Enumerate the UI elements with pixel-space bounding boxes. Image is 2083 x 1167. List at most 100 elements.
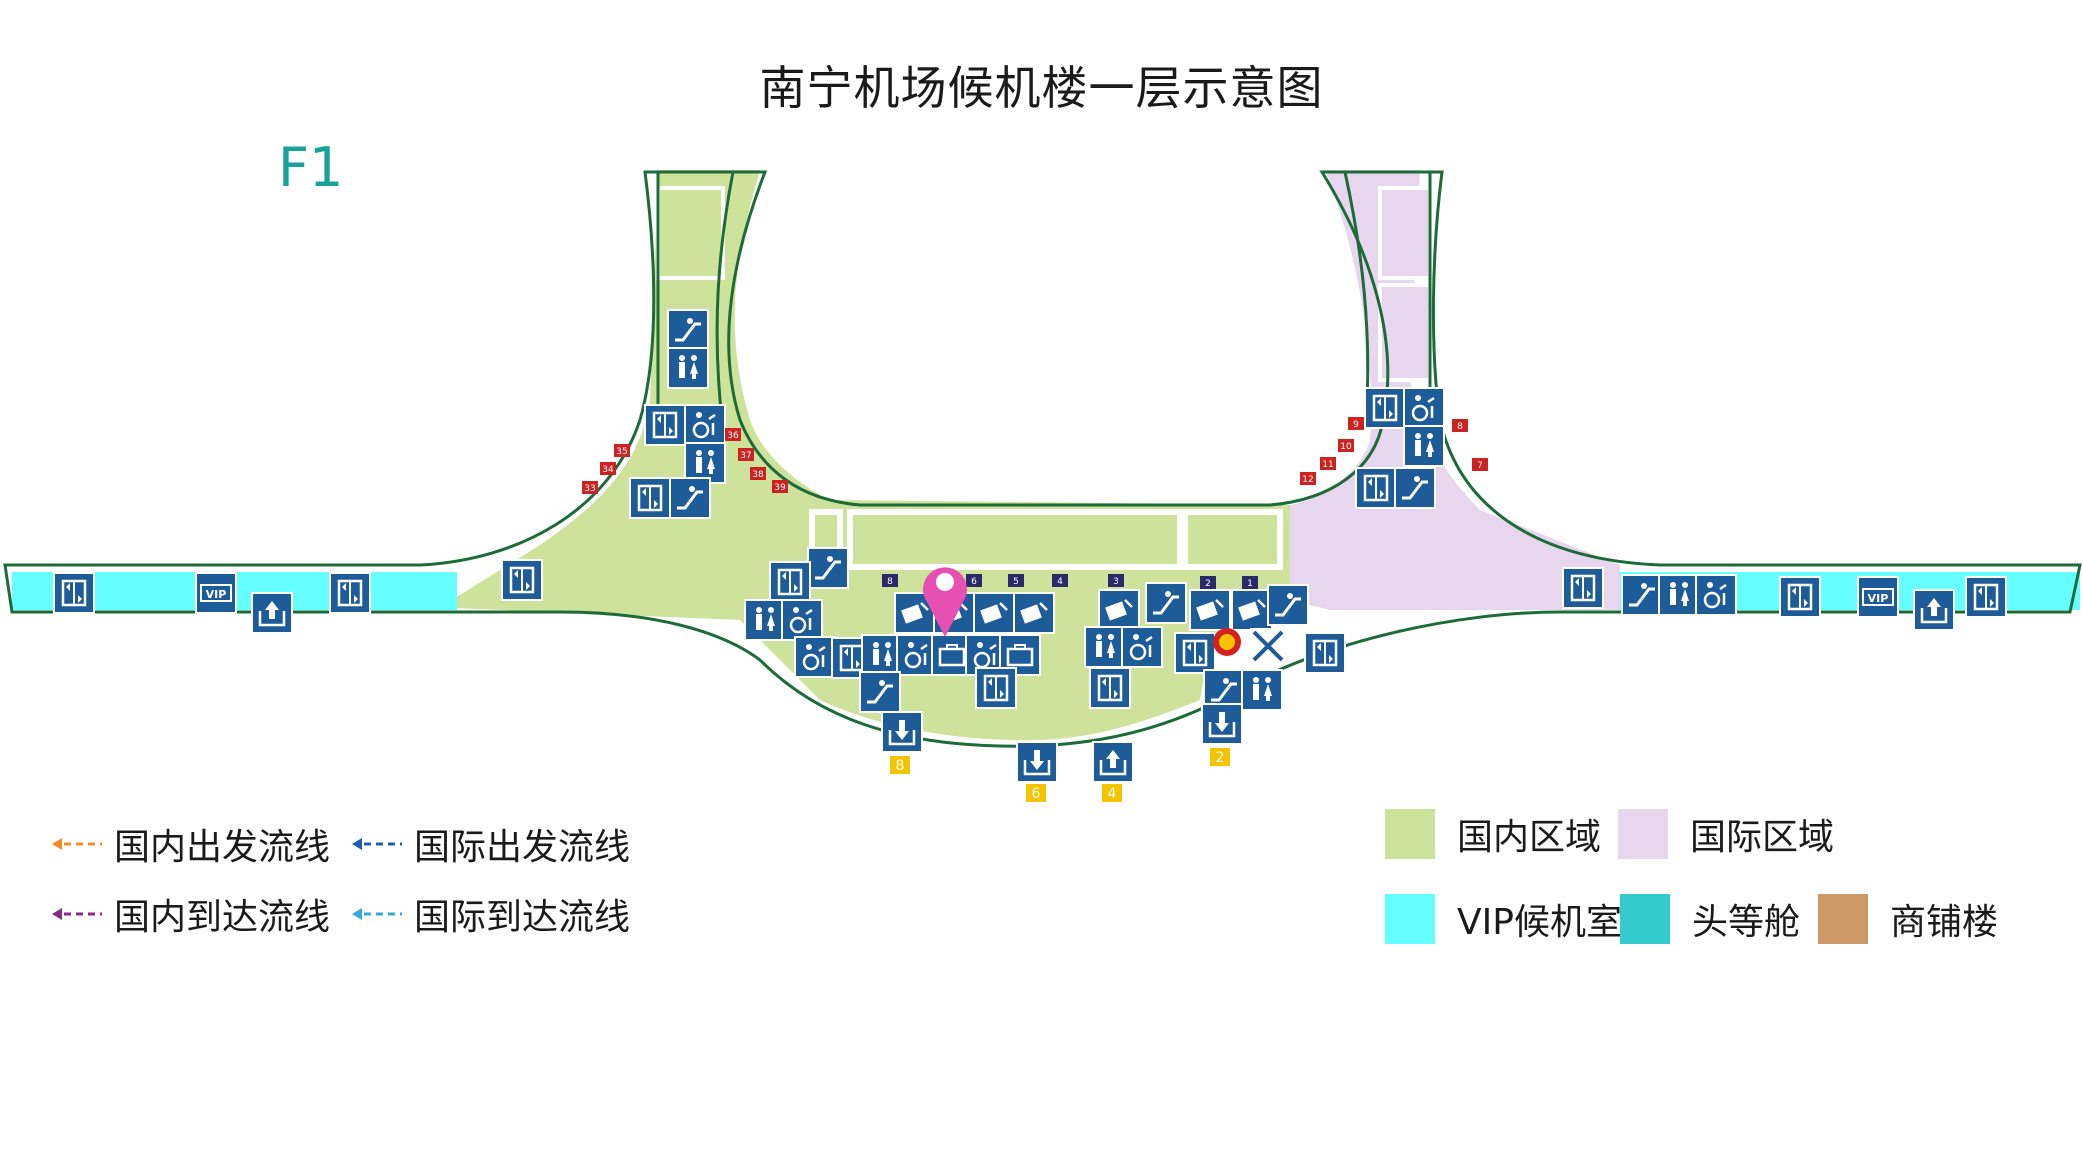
exit-icon[interactable]: [881, 711, 923, 753]
gate-label: 10: [1338, 439, 1354, 452]
svg-text:8: 8: [887, 577, 893, 587]
counter-label: 5: [1008, 574, 1024, 587]
vip-icon[interactable]: VIP: [1857, 576, 1899, 618]
escalator-icon[interactable]: [1145, 582, 1187, 624]
restroom-icon[interactable]: [667, 347, 709, 389]
flow-legend-domestic-arrival: 国内到达流线: [50, 888, 330, 940]
elevator-icon[interactable]: [1355, 467, 1397, 509]
check-in-icon[interactable]: [1098, 589, 1140, 631]
flow-label: 国际出发流线: [414, 827, 631, 868]
restroom-icon[interactable]: [1084, 626, 1126, 668]
svg-text:6: 6: [971, 577, 977, 587]
elevator-icon[interactable]: [975, 667, 1017, 709]
elevator-icon[interactable]: [53, 572, 95, 614]
escalator-icon[interactable]: [807, 547, 849, 589]
escalator-icon[interactable]: [1621, 574, 1663, 616]
legend-label: VIP候机室: [1457, 902, 1622, 943]
counter-label: 2: [1200, 576, 1216, 589]
shops-swatch: [1818, 894, 1868, 944]
escalator-icon[interactable]: [1267, 584, 1309, 626]
svg-text:2: 2: [1205, 579, 1211, 589]
elevator-icon[interactable]: [1364, 387, 1406, 429]
gate-label: 39: [772, 480, 788, 493]
elevator-icon[interactable]: [1965, 576, 2007, 618]
check-in-icon[interactable]: [1189, 589, 1231, 631]
check-in-icon[interactable]: [973, 592, 1015, 634]
restroom-icon[interactable]: [744, 599, 786, 641]
hall-block-3: [809, 509, 843, 555]
exit-number-label: 4: [1102, 784, 1122, 802]
counter-label: 4: [1052, 574, 1068, 587]
entrance-icon[interactable]: [251, 592, 293, 634]
elevator-icon[interactable]: [644, 404, 686, 446]
legend-vip-lounge: VIP候机室: [1385, 893, 1622, 945]
gate-label: 8: [1452, 419, 1468, 432]
svg-text:8: 8: [896, 758, 905, 774]
flow-label: 国际到达流线: [414, 897, 631, 938]
legend-first-class: 头等舱: [1620, 893, 1800, 945]
elevator-icon[interactable]: [1779, 576, 1821, 618]
police-icon[interactable]: [1213, 628, 1241, 656]
restroom-icon[interactable]: [684, 442, 726, 484]
escalator-icon[interactable]: [1394, 467, 1436, 509]
accessible-restroom-icon[interactable]: [1403, 387, 1445, 429]
elevator-icon[interactable]: [769, 561, 811, 603]
svg-text:38: 38: [752, 470, 764, 480]
no-tools-icon[interactable]: [1250, 628, 1286, 664]
west-pier-room-1: [656, 186, 725, 280]
elevator-icon[interactable]: [1089, 667, 1131, 709]
svg-text:VIP: VIP: [1868, 592, 1889, 605]
restroom-icon[interactable]: [1403, 425, 1445, 467]
current-location-icon[interactable]: [923, 567, 967, 637]
gate-label: 35: [614, 444, 630, 457]
arrow-left-icon: [52, 908, 102, 920]
floor-label: F1: [278, 136, 344, 199]
hall-block-2: [1182, 509, 1283, 570]
svg-text:3: 3: [1113, 577, 1119, 587]
arrow-left-icon: [352, 838, 402, 850]
accessible-restroom-icon[interactable]: [794, 636, 836, 678]
elevator-icon[interactable]: [501, 559, 543, 601]
gate-label: 34: [600, 462, 616, 475]
escalator-icon[interactable]: [669, 477, 711, 519]
accessible-restroom-icon[interactable]: [1121, 626, 1163, 668]
svg-text:12: 12: [1302, 475, 1313, 485]
restroom-icon[interactable]: [1658, 574, 1700, 616]
elevator-icon[interactable]: [1174, 632, 1216, 674]
counter-label: 1: [1242, 576, 1258, 589]
svg-text:39: 39: [774, 483, 786, 493]
restroom-icon[interactable]: [1241, 669, 1283, 711]
accessible-restroom-icon[interactable]: [781, 599, 823, 641]
counter-label: 6: [966, 574, 982, 587]
svg-text:37: 37: [740, 451, 751, 461]
flow-legend-domestic-departure: 国内出发流线: [50, 818, 330, 870]
svg-text:8: 8: [1457, 422, 1463, 432]
entrance-icon[interactable]: [1092, 741, 1134, 783]
check-in-icon[interactable]: [1013, 592, 1055, 634]
elevator-icon[interactable]: [329, 572, 371, 614]
flow-label: 国内出发流线: [114, 827, 331, 868]
escalator-icon[interactable]: [667, 309, 709, 351]
international-swatch: [1618, 809, 1668, 859]
vip-icon[interactable]: VIP: [195, 572, 237, 614]
elevator-icon[interactable]: [629, 477, 671, 519]
elevator-icon[interactable]: [1562, 567, 1604, 609]
flow-legend-international-departure: 国际出发流线: [350, 818, 630, 870]
exit-icon[interactable]: [1201, 703, 1243, 745]
accessible-restroom-icon[interactable]: [1695, 574, 1737, 616]
exit-icon[interactable]: [1016, 741, 1058, 783]
check-in-icon[interactable]: [1231, 589, 1273, 631]
legend-international-area: 国际区域: [1618, 808, 1834, 860]
west-pier-inner: [656, 171, 735, 430]
svg-text:4: 4: [1057, 577, 1063, 587]
entrance-icon[interactable]: [1913, 589, 1955, 631]
gate-label: 37: [738, 448, 754, 461]
gate-label: 9: [1348, 417, 1364, 430]
escalator-icon[interactable]: [859, 671, 901, 713]
international-zone: [1290, 170, 1620, 610]
elevator-icon[interactable]: [1304, 632, 1346, 674]
accessible-restroom-icon[interactable]: [684, 404, 726, 446]
